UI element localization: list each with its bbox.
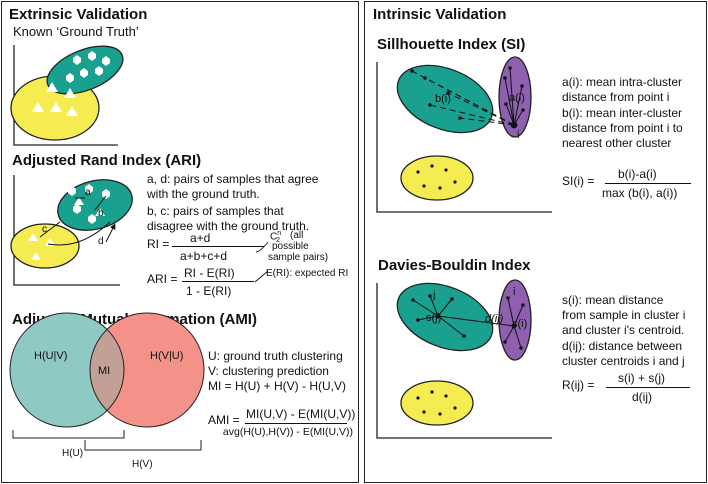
db-label-dij: d(ij): [485, 313, 504, 325]
ari-title: Adjusted Rand Index (ARI): [12, 152, 202, 169]
ari-desc-bc-1: b, c: pairs of samples that: [147, 204, 284, 218]
si-axes: [376, 62, 552, 213]
db-axes: [376, 283, 552, 439]
db-d-def-1: d(ij): distance between: [562, 339, 683, 353]
venn-circle-v: [90, 313, 204, 427]
si-a-def-2: distance from point i: [562, 90, 670, 104]
si-numerator: b(i)-a(i): [618, 167, 657, 181]
ari-numerator: RI - E(RI): [184, 266, 235, 280]
si-label-i: i: [517, 129, 519, 141]
venn-label-left: H(U|V): [34, 350, 67, 362]
ri-denominator: a+b+c+d: [180, 249, 228, 263]
db-cluster-purple: [498, 279, 532, 361]
si-lhs: SI(i) =: [562, 174, 595, 188]
ri-fraction-line: [172, 246, 264, 248]
db-title: Davies-Bouldin Index: [378, 257, 531, 274]
ari-label-d: d: [98, 236, 104, 247]
db-label-si: s(i): [512, 318, 527, 330]
si-b-def-2: distance from point i to: [562, 121, 683, 135]
si-denominator: max (b(i), a(i)): [602, 186, 678, 200]
ari-axes: [13, 175, 120, 286]
extrinsic-axes: [13, 45, 118, 146]
ri-lhs: RI =: [147, 237, 170, 251]
db-label-i: i: [513, 286, 515, 298]
ari-desc-ad-1: a, d: pairs of samples that agree: [147, 172, 319, 186]
cn2-note-1: (all: [290, 230, 304, 241]
ari-label-c: c: [42, 224, 47, 235]
db-s-def-1: s(i): mean distance: [562, 293, 664, 307]
si-cluster-teal: [396, 64, 494, 134]
extrinsic-hexagon-points: [66, 51, 110, 83]
si-cluster-purple: [498, 56, 532, 138]
intrinsic-title: Intrinsic Validation: [373, 6, 507, 23]
extrinsic-subtitle: Known ‘Ground Truth’: [13, 24, 139, 39]
ari-desc-ad-2: with the ground truth.: [147, 187, 260, 201]
db-r-numerator: s(i) + s(j): [618, 371, 665, 385]
db-centroid-lines: [412, 295, 524, 349]
ami-v-def: V: clustering prediction: [208, 364, 329, 378]
ami-u-def: U: ground truth clustering: [208, 349, 343, 363]
brace-label-u: H(U): [62, 448, 83, 459]
db-r-denominator: d(ij): [632, 390, 652, 404]
si-b-def-1: b(i): mean inter-cluster: [562, 106, 683, 120]
ari-fraction-line: [182, 281, 254, 283]
ami-denominator: avg(H(U),H(V)) - E(MI(U,V)): [222, 426, 353, 438]
db-r-fraction-line: [606, 387, 690, 389]
venn-label-mid: MI: [98, 365, 110, 377]
venn-label-right: H(V|U): [150, 350, 183, 362]
si-label-bi: b(i): [435, 93, 451, 105]
db-label-j: j: [432, 289, 435, 301]
cn2-symbol: Cn2: [270, 230, 282, 245]
ari-denominator: 1 - E(RI): [186, 284, 232, 298]
ami-mi-formula: MI = H(U) + H(V) - H(U,V): [208, 379, 346, 393]
si-title: Sillhouette Index (SI): [377, 36, 526, 53]
eri-note: E(RI): expected RI: [266, 268, 349, 279]
ri-numerator: a+d: [190, 231, 211, 245]
si-distance-lines: [411, 67, 524, 126]
ami-numerator: MI(U,V) - E(MI(U,V)): [246, 407, 356, 421]
brace-label-v: H(V): [132, 459, 153, 470]
si-a-def-1: a(i): mean intra-cluster: [562, 75, 683, 89]
ari-label-a: a: [85, 187, 91, 198]
si-b-def-3: nearest other cluster: [562, 136, 672, 150]
db-label-sj: s(j): [426, 312, 441, 324]
ari-label-b: b: [98, 208, 104, 219]
ami-lhs: AMI =: [208, 413, 240, 427]
db-r-lhs: R(ij) =: [562, 378, 595, 392]
db-s-def-2: from sample in cluster i: [562, 308, 686, 322]
si-cluster-yellow: [400, 155, 474, 201]
extrinsic-triangle-points: [32, 82, 78, 116]
ari-desc-bc-2: disagree with the ground truth.: [147, 219, 310, 233]
db-cluster-yellow: [400, 380, 474, 426]
ari-lhs: ARI =: [147, 272, 178, 286]
cn2-note-3: sample pairs): [268, 252, 329, 263]
db-d-def-2: cluster centroids i and j: [562, 354, 685, 368]
ami-fraction-line: [245, 423, 347, 425]
db-s-def-3: and cluster i's centroid.: [562, 323, 685, 337]
venn-circle-u: [10, 313, 124, 427]
extrinsic-title: Extrinsic Validation: [9, 6, 148, 23]
si-label-ai: a(i): [509, 92, 525, 104]
ari-cluster-teal: [57, 179, 133, 231]
cn2-note-2: possible: [272, 241, 309, 252]
si-fraction-line: [605, 183, 691, 185]
